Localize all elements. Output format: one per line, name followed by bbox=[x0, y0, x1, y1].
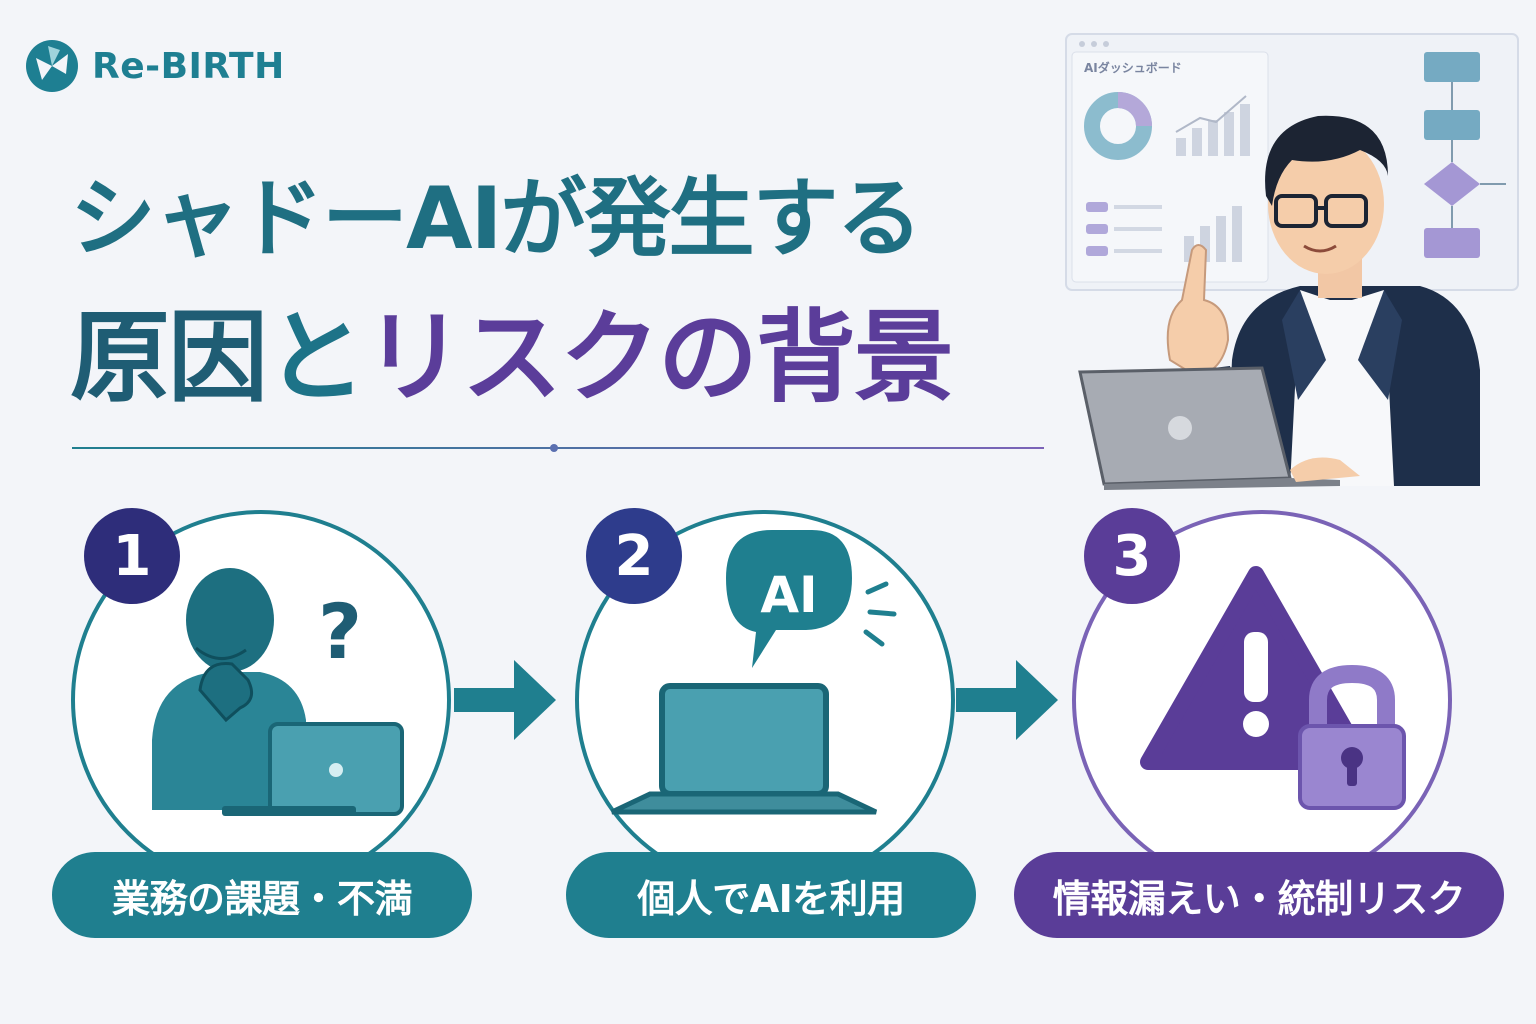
laptop-ai-chat-icon bbox=[610, 530, 897, 815]
brand-mark-icon bbox=[26, 40, 78, 92]
step-2-badge: 2 bbox=[586, 508, 682, 604]
title-line-1: シャドーAIが発生する bbox=[70, 169, 923, 269]
presenter-person bbox=[1166, 115, 1480, 486]
question-mark-icon: ? bbox=[318, 587, 362, 676]
brand-name: Re-BIRTH bbox=[92, 45, 285, 87]
brand-logo: Re-BIRTH bbox=[22, 36, 285, 96]
title-cause: 原因 bbox=[70, 299, 268, 416]
arrow-1-to-2 bbox=[454, 660, 556, 740]
title-and: と bbox=[266, 299, 366, 416]
title-risk: リスク bbox=[364, 299, 660, 416]
warning-lock-icon bbox=[1140, 566, 1406, 810]
dashboard-title: AIダッシュボード bbox=[1084, 60, 1182, 75]
confused-person-laptop-icon: ? bbox=[152, 568, 404, 816]
presenter-laptop bbox=[1078, 366, 1360, 490]
ai-bubble-text: AI bbox=[760, 566, 817, 624]
step-1-badge: 1 bbox=[84, 508, 180, 604]
arrow-2-to-3 bbox=[956, 660, 1058, 740]
title-line-2: 原因とリスクの背景 bbox=[70, 276, 954, 421]
title-background: の背景 bbox=[658, 299, 954, 416]
step-3-label: 情報漏えい・統制リスク bbox=[1014, 852, 1504, 938]
title-divider bbox=[72, 444, 1044, 452]
step-2-label: 個人でAIを利用 bbox=[566, 852, 976, 938]
step-3-badge: 3 bbox=[1084, 508, 1180, 604]
step-1-label: 業務の課題・不満 bbox=[52, 852, 472, 938]
